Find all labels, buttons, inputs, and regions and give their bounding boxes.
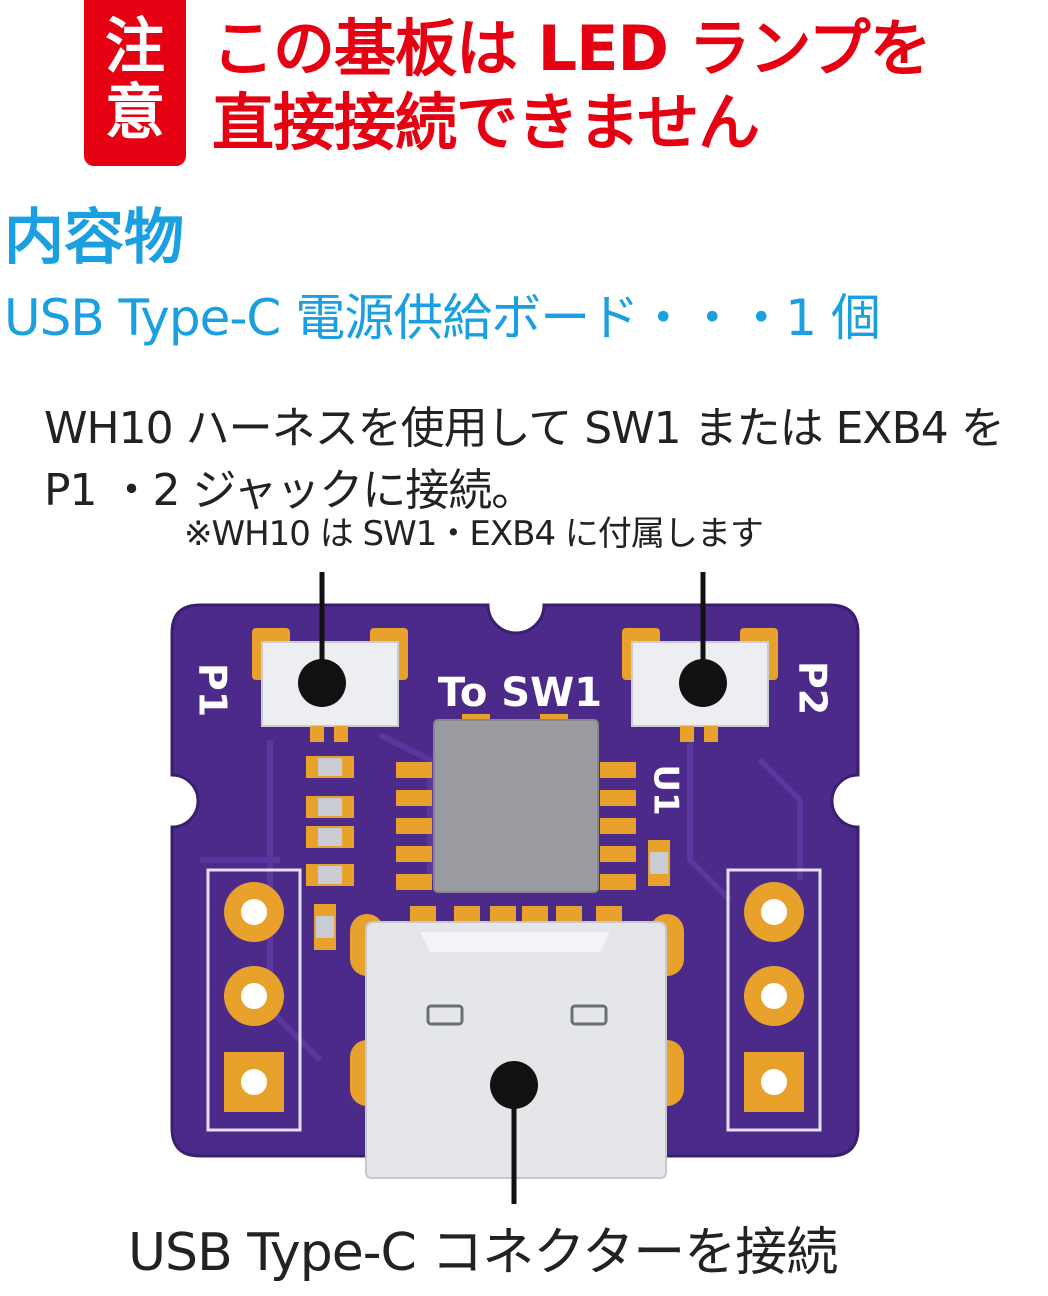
header-right [726,868,822,1132]
instructions-line-2: P1 ・2 ジャックに接続。 [44,465,535,516]
warning-line-1: この基板は LED ランプを [212,12,932,85]
instructions-note: ※WH10 は SW1・EXB4 に付属します [184,514,764,554]
warning-text: この基板は LED ランプを 直接接続できません [212,12,932,160]
warning-badge-top: 注 [105,12,165,82]
silk-label-p2: P2 [791,661,835,715]
callout-p2 [679,572,727,707]
usb-c-caption: USB Type-C コネクターを接続 [128,1223,838,1283]
contents-title: 内容物 [4,203,184,273]
pcb-illustration: P1 P2 To SW1 U1 [170,572,860,1204]
silk-label-u1: U1 [646,764,686,815]
jst-connector-p1 [252,628,408,742]
callout-usb-c [490,1061,538,1204]
silk-label-to-sw1: To SW1 [438,670,602,716]
usb-c-connector [365,921,667,1179]
header-left [206,868,302,1132]
smd-resistors [306,756,670,950]
warning-badge-bottom: 意 [105,78,165,148]
warning-badge: 注 意 [84,0,186,166]
instructions: WH10 ハーネスを使用して SW1 または EXB4 を P1 ・2 ジャック… [44,398,1005,522]
silk-label-p1: P1 [191,663,235,717]
warning-line-2: 直接接続できません [212,86,760,159]
instructions-line-1: WH10 ハーネスを使用して SW1 または EXB4 を [44,403,1005,454]
contents-item: USB Type-C 電源供給ボード・・・1 個 [4,289,881,347]
callout-p1 [298,572,346,707]
ic-u1 [396,714,636,893]
